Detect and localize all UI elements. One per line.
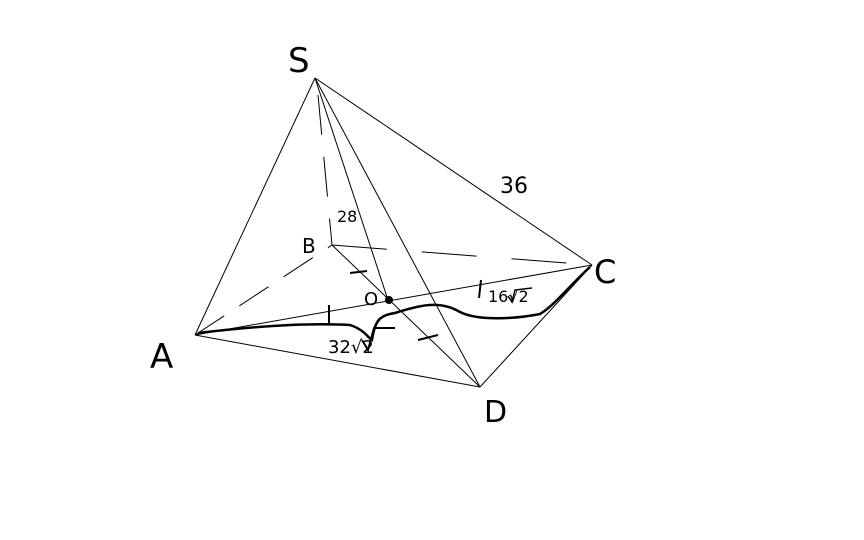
label-height-28: 28 xyxy=(337,207,357,226)
tick-mark xyxy=(478,279,482,299)
label-B: B xyxy=(302,234,316,258)
label-O: O xyxy=(364,289,378,310)
tick-mark xyxy=(349,270,368,274)
edge-BC-hidden xyxy=(331,244,593,266)
label-16sqrt2: 16√2 xyxy=(488,287,529,306)
measure-curve xyxy=(197,266,591,342)
label-C: C xyxy=(594,253,616,291)
segment-SO xyxy=(314,77,389,301)
label-A: A xyxy=(150,337,173,377)
label-S: S xyxy=(288,41,310,81)
tick-mark xyxy=(417,334,439,341)
point-O-dot xyxy=(385,296,393,304)
edge-SC xyxy=(314,77,593,266)
sqrt-sign xyxy=(361,327,395,353)
sqrt-sign xyxy=(507,287,533,304)
edge-SA xyxy=(194,77,316,336)
label-32sqrt2: 32√2 xyxy=(328,337,374,358)
diagonal-BD-hidden xyxy=(331,244,481,388)
edge-SB-hidden xyxy=(317,94,333,246)
edge-AD xyxy=(194,334,481,388)
edge-AB-hidden xyxy=(194,244,333,336)
label-D: D xyxy=(484,395,507,430)
edge-DC xyxy=(479,264,593,388)
label-edge-36: 36 xyxy=(500,174,528,199)
edge-SD xyxy=(314,77,481,388)
diagonal-AC xyxy=(194,264,593,336)
